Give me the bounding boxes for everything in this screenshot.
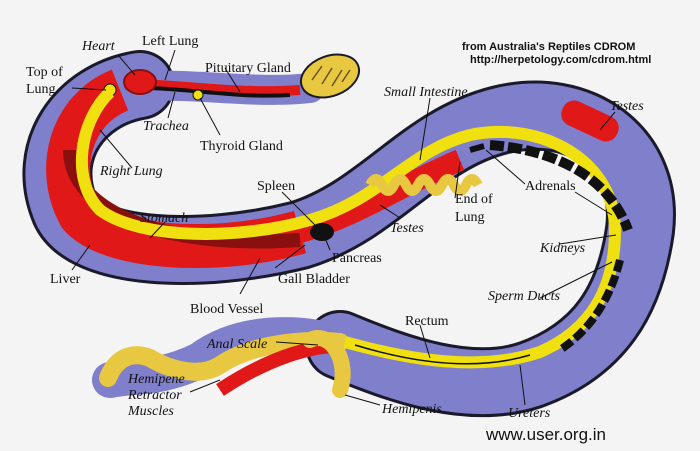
- label-hemipene-1: Hemipene: [127, 372, 185, 387]
- label-top-of-lung-1: Top of: [26, 65, 63, 80]
- label-right-lung: Right Lung: [99, 164, 163, 179]
- digestive-tract: [75, 87, 622, 369]
- credit-line-1: from Australia's Reptiles CDROM: [462, 41, 635, 53]
- thyroid-dot: [192, 89, 204, 101]
- watermark: www.user.org.in: [485, 425, 606, 444]
- small-intestine-coils: [365, 174, 483, 196]
- head-scales: [311, 65, 351, 87]
- label-ureters: Ureters: [508, 406, 551, 421]
- label-left-lung: Left Lung: [142, 34, 198, 49]
- credit-line-2: http://herpetology.com/cdrom.html: [470, 54, 651, 66]
- ureter-line: [354, 344, 531, 365]
- kidneys-shape: [489, 140, 633, 232]
- heart-shape: [123, 69, 157, 95]
- label-end-of-lung-1: End of: [455, 192, 493, 207]
- trachea-line: [149, 86, 291, 98]
- head: [299, 53, 361, 99]
- label-small-intestine: Small Intestine: [384, 85, 468, 100]
- label-hemipene-3: Muscles: [127, 404, 174, 419]
- label-stomach: Stomach: [140, 211, 188, 226]
- label-adrenals: Adrenals: [525, 179, 576, 194]
- label-liver: Liver: [50, 272, 81, 287]
- label-end-of-lung-2: Lung: [455, 210, 485, 225]
- label-heart: Heart: [81, 39, 116, 54]
- label-testes-mid: Testes: [390, 221, 424, 236]
- label-testes-top: Testes: [610, 99, 644, 114]
- hemipenis-shape: [302, 330, 351, 398]
- testes-top-shape: [561, 100, 619, 142]
- label-blood-vessel: Blood Vessel: [190, 302, 263, 317]
- label-gall-bladder: Gall Bladder: [278, 272, 350, 287]
- label-sperm-ducts: Sperm Ducts: [488, 289, 560, 304]
- label-pituitary-gland: Pituitary Gland: [205, 61, 291, 76]
- label-thyroid-gland: Thyroid Gland: [200, 139, 283, 154]
- adrenal-shape: [469, 143, 485, 153]
- label-kidneys: Kidneys: [539, 241, 586, 256]
- spleen-pancreas-shape: [310, 223, 334, 241]
- kidneys-lower: [557, 259, 624, 354]
- label-top-of-lung-2: Lung: [26, 82, 56, 97]
- label-hemipenis: Hemipenis: [381, 402, 442, 417]
- label-anal-scale: Anal Scale: [206, 337, 267, 352]
- label-spleen: Spleen: [257, 179, 295, 194]
- label-trachea: Trachea: [143, 119, 189, 134]
- pointer-lines: [71, 49, 617, 406]
- retractor-red: [216, 339, 331, 396]
- label-pancreas: Pancreas: [332, 251, 382, 266]
- label-hemipene-2: Retractor: [127, 388, 182, 403]
- label-rectum: Rectum: [405, 314, 449, 329]
